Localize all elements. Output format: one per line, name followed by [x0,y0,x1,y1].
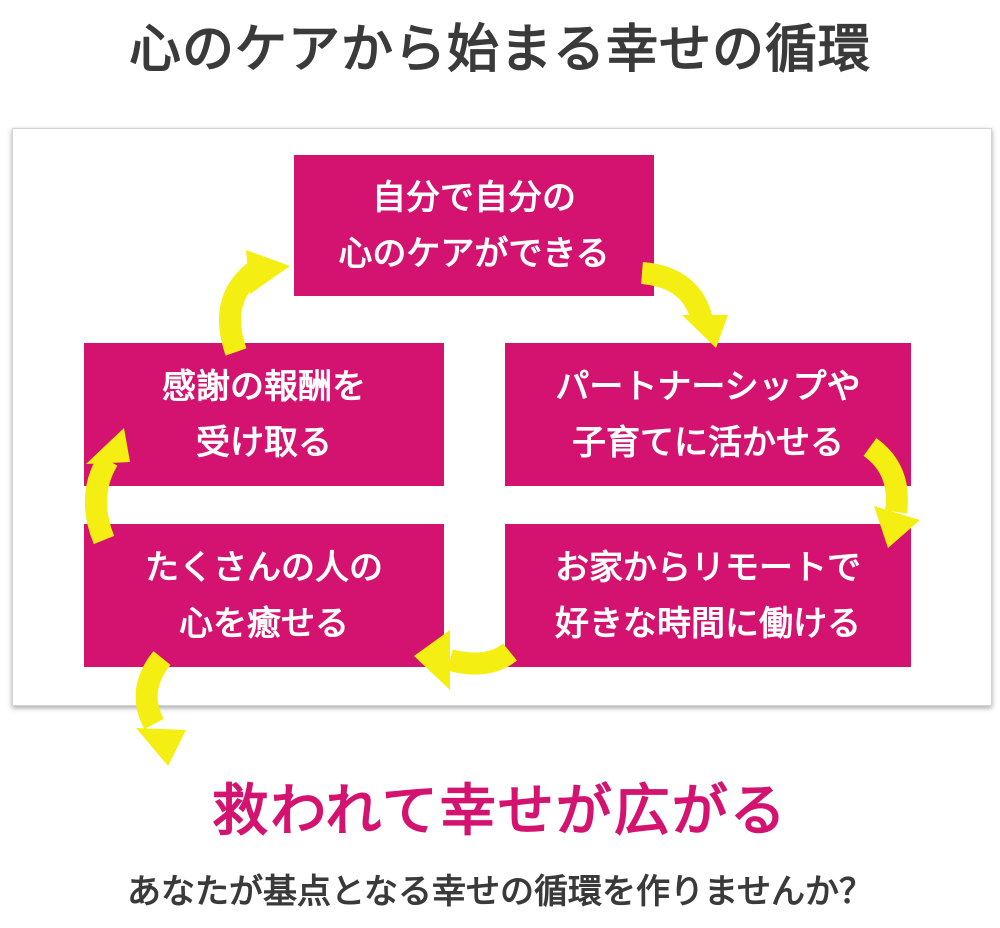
cycle-step-self-care: 自分で自分の 心のケアができる [294,155,654,296]
cycle-step-partnership: パートナーシップや 子育てに活かせる [505,343,911,486]
cycle-step-remote-work-line1: お家からリモートで [555,547,861,588]
cycle-step-receive-reward: 感謝の報酬を 受け取る [84,343,444,486]
cycle-step-receive-reward-line1: 感謝の報酬を [162,366,366,407]
result-headline: 救われて幸せが広がる [212,779,788,844]
cycle-step-partnership-line2: 子育てに活かせる [572,422,844,463]
cycle-step-receive-reward-line2: 受け取る [196,422,332,463]
cycle-step-self-care-line1: 自分で自分の [372,177,576,218]
footer-question: あなたが基点となる幸せの循環を作りませんか？ [127,872,873,912]
arrowhead-lower-left-to-result [136,728,186,766]
cycle-step-heal-people: たくさんの人の 心を癒せる [84,524,444,667]
cycle-step-remote-work-line2: 好きな時間に働ける [555,603,861,644]
cycle-step-partnership-line1: パートナーシップや [555,366,861,407]
cycle-step-remote-work: お家からリモートで 好きな時間に働ける [505,524,911,667]
cycle-step-heal-people-line1: たくさんの人の [145,547,383,588]
page-title: 心のケアから始まる幸せの循環 [128,20,871,80]
cycle-step-heal-people-line2: 心を癒せる [179,603,349,644]
cycle-step-self-care-line2: 心のケアができる [338,233,610,274]
